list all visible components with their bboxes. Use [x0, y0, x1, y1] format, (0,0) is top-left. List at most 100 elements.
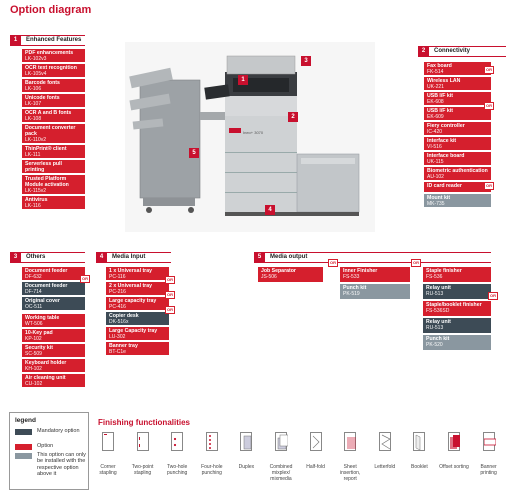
page-title: Option diagram: [10, 4, 92, 16]
or-badge: OR: [488, 292, 498, 300]
section-number: 4: [96, 252, 107, 263]
callout-2: 2: [288, 112, 298, 122]
finishing-icon: [309, 432, 322, 451]
finishing-icon: [413, 432, 426, 451]
or-badge: OR: [165, 276, 175, 284]
section-header-connectivity: 2 Connectivity: [418, 46, 506, 57]
section-number: 5: [254, 252, 265, 263]
output-relay-unit-2: Relay unit RU-513: [423, 318, 491, 333]
or-badge: OR: [165, 291, 175, 299]
section-label: Media output: [270, 254, 308, 260]
legend-option-text: Option: [37, 443, 54, 449]
machine-svg: Ineo+ 3070: [125, 42, 375, 232]
legend-swatch-mandatory: [15, 429, 32, 435]
legend-installed-text: This option can only be installed with t…: [37, 452, 86, 477]
finishing-label: Half-fold: [306, 464, 325, 470]
finishing-label: Banner printing: [480, 464, 497, 476]
finishing-label: Offset sorting: [439, 464, 469, 470]
finishing-icon: [205, 432, 218, 451]
legend-mandatory-text: Mandatory option: [37, 428, 80, 434]
legend-title: legend: [15, 417, 36, 424]
enhanced-item: Serverless pull printingLK-114: [22, 160, 85, 173]
machine-label: Ineo+ 3070: [243, 130, 264, 135]
finishing-icon: [171, 432, 184, 451]
finishing-label: Four-hole punching: [201, 464, 223, 476]
section-label: Enhanced Features: [26, 37, 82, 43]
section-header-enhanced-features: 1 Enhanced Features: [10, 35, 85, 46]
output-relay-unit-1: Relay unit RU-513: [423, 284, 491, 299]
connectivity-item: ID card reader: [424, 182, 491, 192]
finishing-icon: [448, 432, 460, 451]
callout-5: 5: [189, 148, 199, 158]
callout-1: 1: [238, 75, 248, 85]
finishing-icon: [378, 432, 391, 451]
section-number: 3: [10, 252, 21, 263]
section-label: Media Input: [112, 254, 146, 260]
finishing-icon: [275, 432, 289, 451]
or-badge: OR: [411, 259, 421, 267]
finishing-label: Duplex: [238, 464, 255, 470]
finishing-label: Two-point stapling: [131, 464, 154, 476]
finishing-icon: [240, 432, 253, 451]
or-badge: OR: [165, 306, 175, 314]
section-header-media-output: 5 Media output: [254, 252, 491, 263]
finishing-label: Corner stapling: [99, 464, 117, 476]
or-badge: OR: [484, 66, 494, 74]
output-staple-booklet-finisher: Staple/booklet finisher FS-536SD: [423, 301, 491, 316]
finishing-label: Combined mixplex/ mixmedia: [269, 464, 293, 482]
callout-4: 4: [265, 205, 275, 215]
output-inner-finisher: Inner Finisher FS-533: [340, 267, 410, 282]
section-label: Others: [26, 254, 46, 260]
output-inner-punch-kit: Punch kit PK-519: [340, 284, 410, 299]
or-badge: OR: [328, 259, 338, 267]
output-job-separator: Job Separator JS-506: [258, 267, 323, 282]
section-header-others: 3 Others: [10, 252, 85, 263]
section-header-media-input: 4 Media Input: [96, 252, 171, 263]
section-label: Connectivity: [434, 48, 471, 54]
output-punch-kit-2: Punch kit PK-520: [423, 335, 491, 350]
or-badge: OR: [484, 102, 494, 110]
legend: legend Mandatory option Option This opti…: [9, 412, 89, 490]
finishing-icon: [482, 432, 496, 451]
finishing-label: Letterfold: [374, 464, 396, 470]
finishing-label: Two-hole punching: [167, 464, 188, 476]
or-badge: OR: [484, 182, 494, 190]
legend-swatch-installed: [15, 453, 32, 459]
legend-swatch-option: [15, 444, 32, 450]
or-badge: OR: [80, 275, 90, 283]
section-number: 1: [10, 35, 21, 46]
output-staple-finisher: Staple finisher FS-536: [423, 267, 491, 282]
finishing-icon: [102, 432, 114, 451]
finishing-icon: [136, 432, 149, 451]
